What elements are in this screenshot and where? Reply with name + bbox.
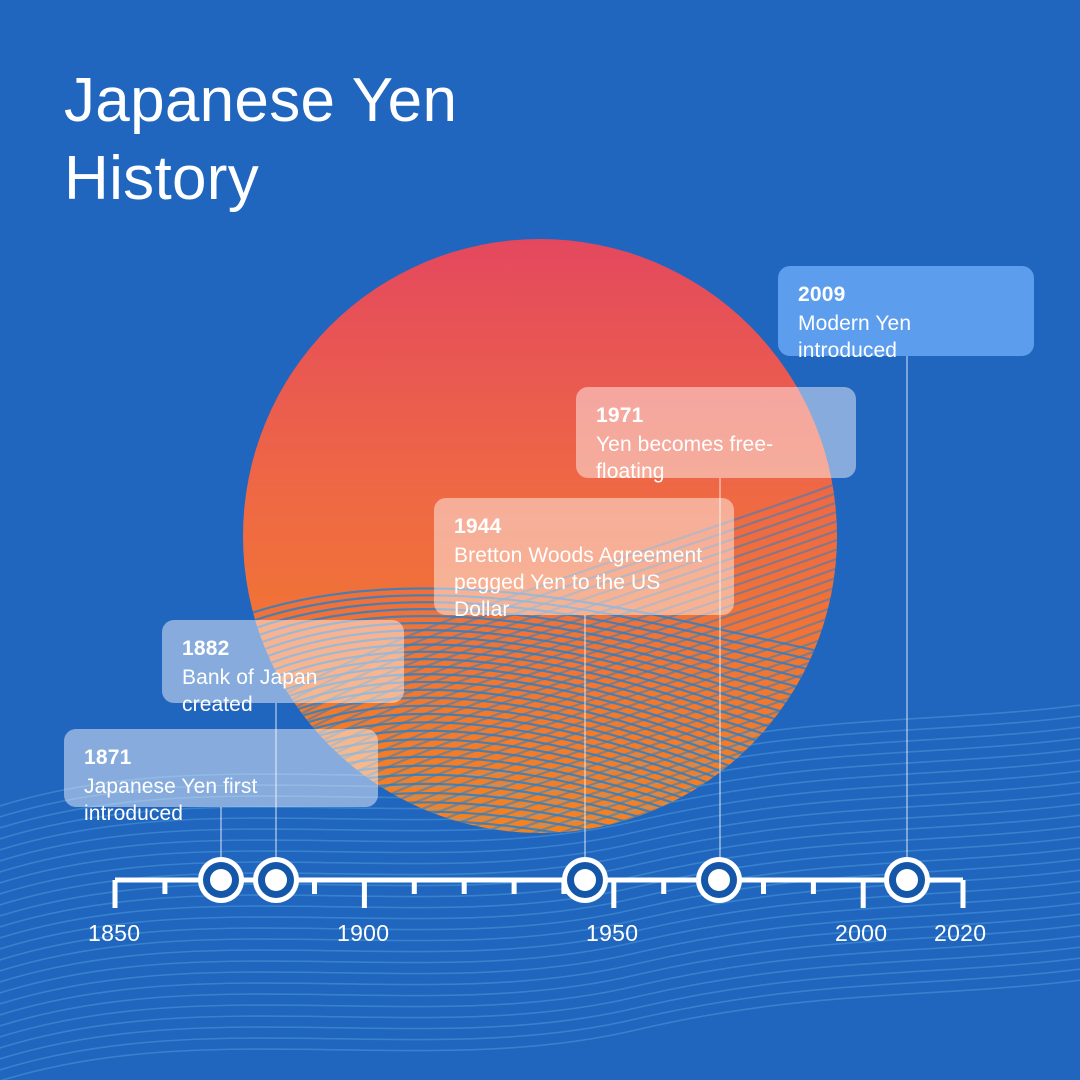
timeline-marker-2009[interactable] (884, 857, 930, 903)
marker-center-dot (708, 869, 730, 891)
marker-center-dot (896, 869, 918, 891)
event-year-2009: 2009 (798, 283, 846, 306)
event-desc-1871: Japanese Yen first introduced (84, 775, 258, 825)
marker-center-dot (574, 869, 596, 891)
timeline-marker-1944[interactable] (562, 857, 608, 903)
event-desc-1944: Bretton Woods Agreement pegged Yen to th… (454, 544, 703, 621)
axis-label-2020: 2020 (934, 920, 987, 946)
axis-label-1850: 1850 (88, 920, 141, 946)
connector-line-1971 (719, 478, 721, 867)
connector-line-1882 (275, 703, 277, 867)
event-card-2009[interactable]: 2009 Modern Yen introduced (778, 266, 1034, 362)
axis-label-1900: 1900 (337, 920, 390, 946)
timeline-marker-1871[interactable] (198, 857, 244, 903)
event-year-1944: 1944 (454, 515, 502, 538)
event-year-1882: 1882 (182, 637, 230, 660)
title-line-2: History (64, 144, 260, 213)
event-card-1944[interactable]: 1944 Bretton Woods Agreement pegged Yen … (434, 498, 734, 621)
timeline-marker-1971[interactable] (696, 857, 742, 903)
marker-center-dot (265, 869, 287, 891)
connector-line-1871 (220, 807, 222, 867)
event-card-1882[interactable]: 1882 Bank of Japan created (162, 620, 404, 716)
event-card-1871[interactable]: 1871 Japanese Yen first introduced (64, 729, 378, 825)
axis-label-2000: 2000 (835, 920, 888, 946)
axis-label-1950: 1950 (586, 920, 639, 946)
timeline-marker-1882[interactable] (253, 857, 299, 903)
event-desc-1882: Bank of Japan created (182, 666, 318, 716)
sun-circle (243, 239, 837, 833)
event-card-1971[interactable]: 1971 Yen becomes free-floating (576, 387, 856, 483)
event-year-1871: 1871 (84, 746, 132, 769)
marker-center-dot (210, 869, 232, 891)
title-line-1: Japanese Yen (64, 66, 458, 135)
event-year-1971: 1971 (596, 404, 644, 427)
connector-line-1944 (584, 615, 586, 867)
event-desc-2009: Modern Yen introduced (798, 312, 912, 362)
connector-line-2009 (906, 356, 908, 867)
page-title: Japanese Yen History (64, 62, 584, 218)
event-desc-1971: Yen becomes free-floating (596, 433, 774, 483)
